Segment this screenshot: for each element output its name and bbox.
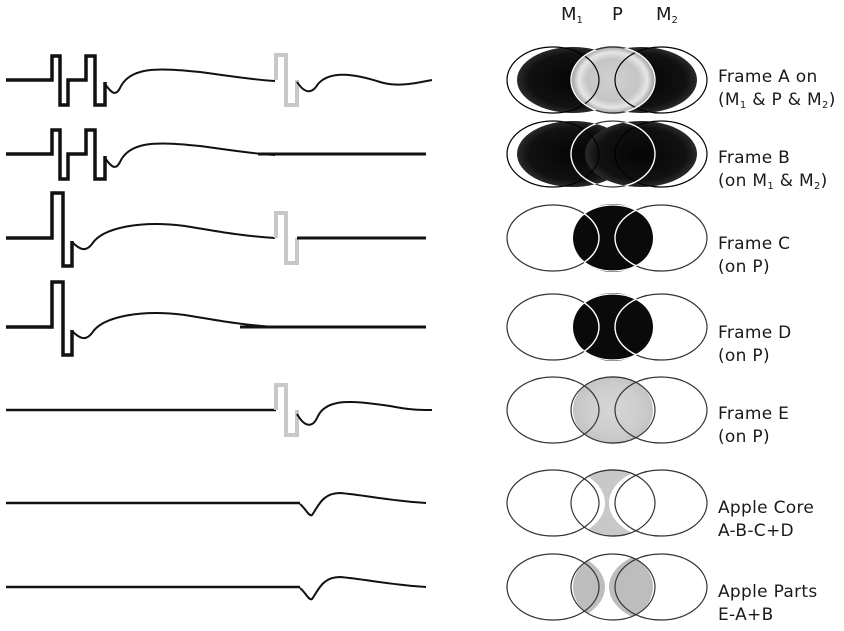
pulse-sequence-frame-e <box>6 383 433 437</box>
m1-circle <box>506 46 600 114</box>
pulse-sequence-frame-c <box>6 191 426 268</box>
m2-circle <box>614 120 708 188</box>
m1-circle <box>506 553 600 621</box>
stimulated-echo <box>296 401 433 426</box>
circle-group-apple-core <box>506 469 708 537</box>
m1-circle <box>506 469 600 537</box>
circle-group-frame-d <box>506 293 708 361</box>
pulse-sequence-frame-a <box>6 53 433 107</box>
header-m2: M2 <box>656 4 678 26</box>
pulse-sequence-frame-b <box>6 128 426 181</box>
echo-signal <box>71 223 276 250</box>
echo-signal <box>71 312 276 339</box>
pulse-sequence-apple-core <box>6 491 427 517</box>
label-frame-b: Frame B (on M1 & M2) <box>718 148 828 192</box>
header-m1: M1 <box>561 4 583 26</box>
gray-pulse <box>274 53 299 107</box>
circle-group-apple-parts <box>506 553 708 621</box>
label-frame-c: Frame C (on P) <box>718 234 791 277</box>
label-apple-core: Apple Core A-B-C+D <box>718 498 815 541</box>
circle-group-frame-e <box>506 376 708 444</box>
m2-fill <box>585 121 697 187</box>
gray-pulse <box>274 211 299 265</box>
m2-circle <box>614 553 708 621</box>
p-fill <box>573 553 653 621</box>
rf-pulse-pair <box>6 54 107 107</box>
label-apple-parts: Apple Parts E-A+B <box>718 582 818 625</box>
m2-circle <box>614 376 708 444</box>
echo-signal <box>104 142 276 168</box>
circle-group-frame-c <box>506 204 708 272</box>
pulse-sequence-apple-parts <box>6 575 427 601</box>
echo-signal <box>299 575 427 601</box>
m1-circle <box>506 376 600 444</box>
p-circle <box>570 293 656 361</box>
label-frame-e: Frame E (on P) <box>718 404 790 447</box>
label-frame-d: Frame D (on P) <box>718 323 792 366</box>
gray-pulse <box>274 383 299 437</box>
rf-pulse-single <box>6 191 74 268</box>
circle-group-frame-b <box>506 120 708 188</box>
echo-signal <box>299 491 427 517</box>
m2-circle <box>614 46 708 114</box>
rf-pulse-single <box>6 280 74 357</box>
p-circle <box>570 376 656 444</box>
m2-circle <box>614 469 708 537</box>
p-circle <box>570 469 656 537</box>
rf-pulse-pair <box>6 128 107 181</box>
circle-group-frame-a <box>506 46 708 114</box>
p-circle <box>570 204 656 272</box>
header-p: P <box>612 4 623 25</box>
echo-signal <box>104 68 276 94</box>
pulse-sequence-frame-d <box>6 280 426 357</box>
stimulated-echo <box>296 73 433 93</box>
p-circle <box>570 553 656 621</box>
m1-circle <box>506 120 600 188</box>
label-frame-a: Frame A on (M1 & P & M2) <box>718 67 836 111</box>
